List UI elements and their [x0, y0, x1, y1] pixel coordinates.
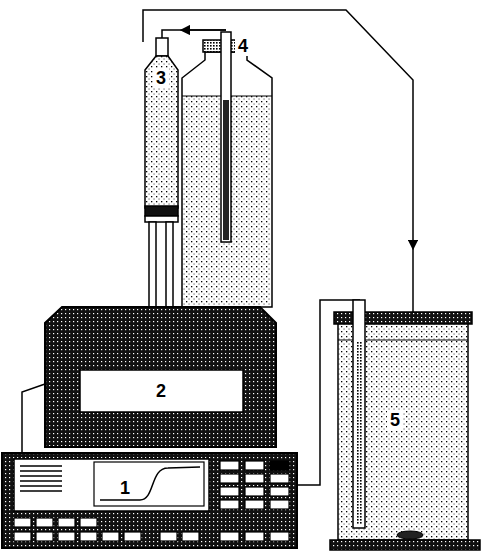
callout-number: 4: [235, 36, 251, 56]
callout-number: 5: [387, 410, 403, 430]
callout-number: 3: [153, 68, 169, 88]
reagent-bottle: [182, 32, 272, 307]
callout-number: 1: [117, 478, 133, 498]
titrator-controller: [2, 453, 297, 548]
titration-vessel: [330, 300, 480, 550]
syringe: [145, 38, 178, 308]
callout-number: 2: [153, 381, 169, 401]
suction-tube: [162, 30, 226, 40]
burette-drive: [22, 307, 276, 453]
suction-tube: [185, 29, 226, 31]
